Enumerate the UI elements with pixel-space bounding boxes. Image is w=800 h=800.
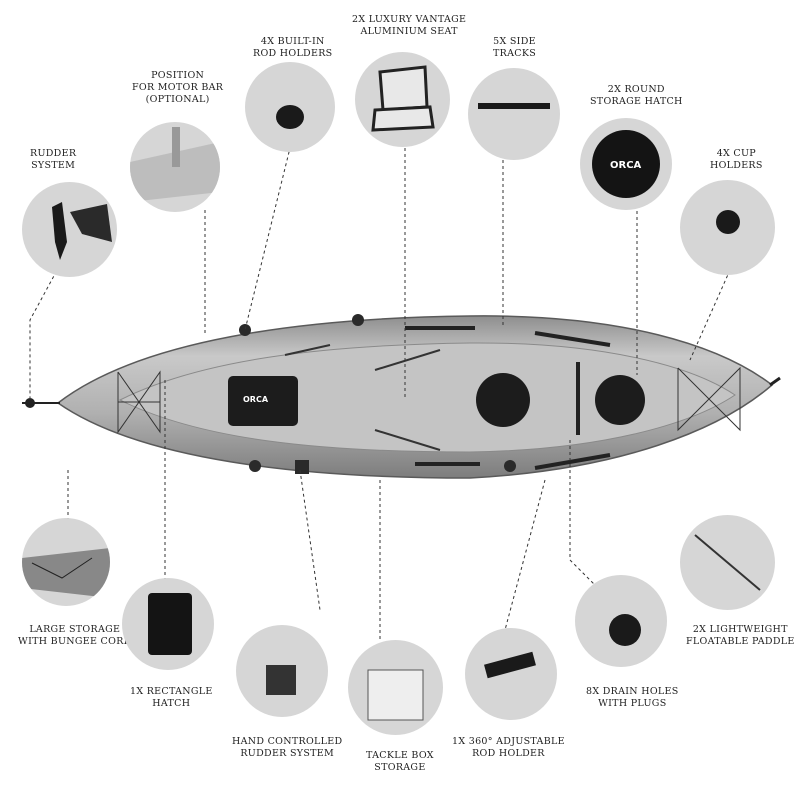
rect-hatch-feature-circle [122,578,214,670]
deck-round-hatch-2 [595,375,645,425]
hand-rudder-feature-circle [236,625,328,717]
seat-feature-circle [355,52,450,147]
adjustable-rod-holder-icon [484,651,536,679]
rod-holders-feature-circle [245,62,335,152]
drain-plug-icon [609,614,641,646]
drain-holes-feature-circle [575,575,667,667]
side-track-icon [478,103,550,109]
cup-holder-icon [716,210,740,234]
round-hatch-feature-circle: ORCA [580,118,672,210]
rudder-icon [52,202,112,260]
round-hatch-icon: ORCA [592,130,660,198]
deck-rectangle-hatch [228,376,298,426]
round-hatch-logo: ORCA [610,160,642,171]
leader-lines [29,139,731,640]
cup-holders-feature-circle [680,180,775,275]
motor-bar-mount-icon [130,127,220,202]
tackle-box-icon [367,669,424,721]
bungee-storage-icon [22,548,110,598]
adjustable-rod-feature-circle [465,628,557,720]
large-storage-feature-circle [22,518,110,606]
paddle-icon [694,534,761,591]
seat-icon [371,65,435,132]
kayak-hull: ORCA [22,314,781,479]
paddle-feature-circle [680,515,775,610]
hand-rudder-control-icon [266,665,296,695]
motor-bar-feature-circle [130,122,220,212]
rectangle-hatch-icon [148,593,192,655]
rod-holder-icon [276,105,304,129]
deck-rect-hatch-logo: ORCA [243,395,269,404]
rudder-feature-circle [22,182,117,277]
deck-round-hatch-1 [476,373,530,427]
tackle-box-feature-circle [348,640,443,735]
side-tracks-feature-circle [468,68,560,160]
